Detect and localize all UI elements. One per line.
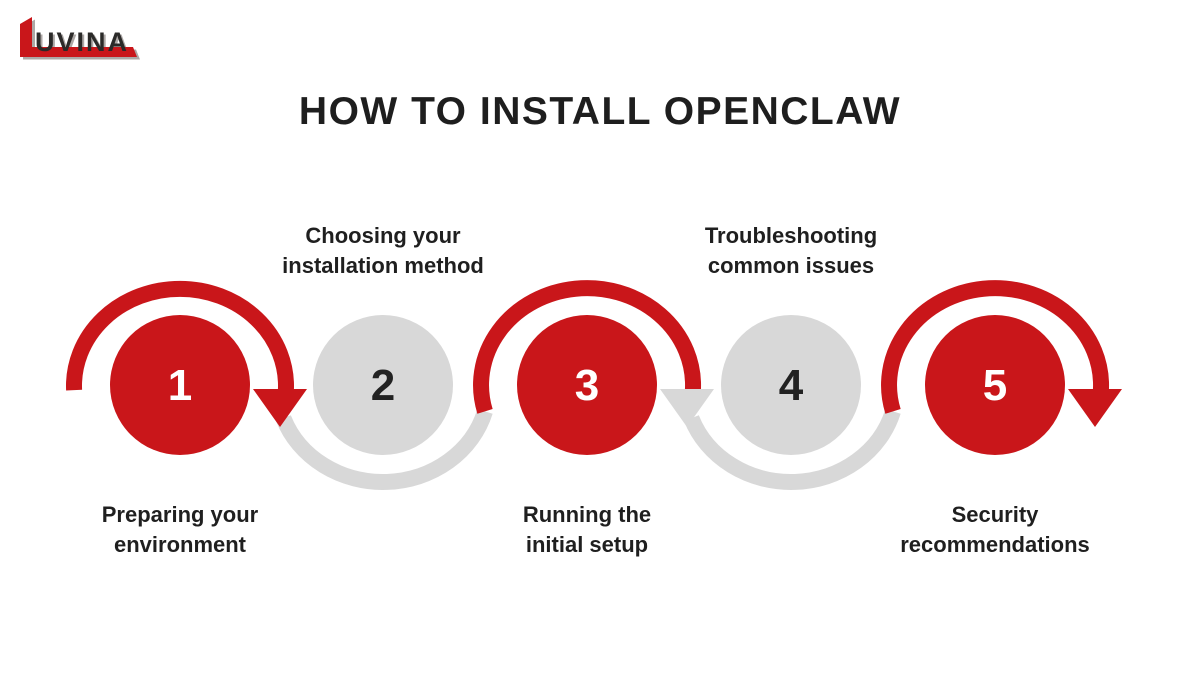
logo-l-shape [20,17,137,57]
step-label-4: Troubleshooting common issues [704,223,878,278]
step-circle-5 [925,315,1065,455]
step-circle-4 [721,315,861,455]
flow-under-arc-step4 [683,408,901,490]
step-circle-2 [313,315,453,455]
step-number-3: 3 [575,361,599,410]
step-number-5: 5 [983,361,1007,410]
flow-over-arc-step3 [473,280,701,414]
step-number-4: 4 [779,361,804,410]
arrow-down-icon-1 [253,389,307,427]
flow-under-arc-step2 [275,408,493,490]
arrow-down-icon-3 [1068,389,1122,427]
step-number-2: 2 [371,361,395,410]
arrow-down-icon-2 [660,389,714,427]
step-label-5: Security recommendations [900,502,1090,557]
step-label-3: Running the initial setup [522,502,652,557]
logo-text: UVINA [35,27,129,57]
step-circle-3 [517,315,657,455]
step-number-1: 1 [168,361,192,410]
page-title: HOW TO INSTALL OPENCLAW [298,90,902,133]
step-circle-1 [110,315,250,455]
luvina-logo: UVINA UVINA [20,17,140,60]
step-label-1: Preparing your environment [101,502,259,557]
flow-over-arc-step5 [881,280,1109,414]
flow-over-arc-step1 [66,280,294,391]
step-label-2: Choosing your installation method [282,223,484,278]
